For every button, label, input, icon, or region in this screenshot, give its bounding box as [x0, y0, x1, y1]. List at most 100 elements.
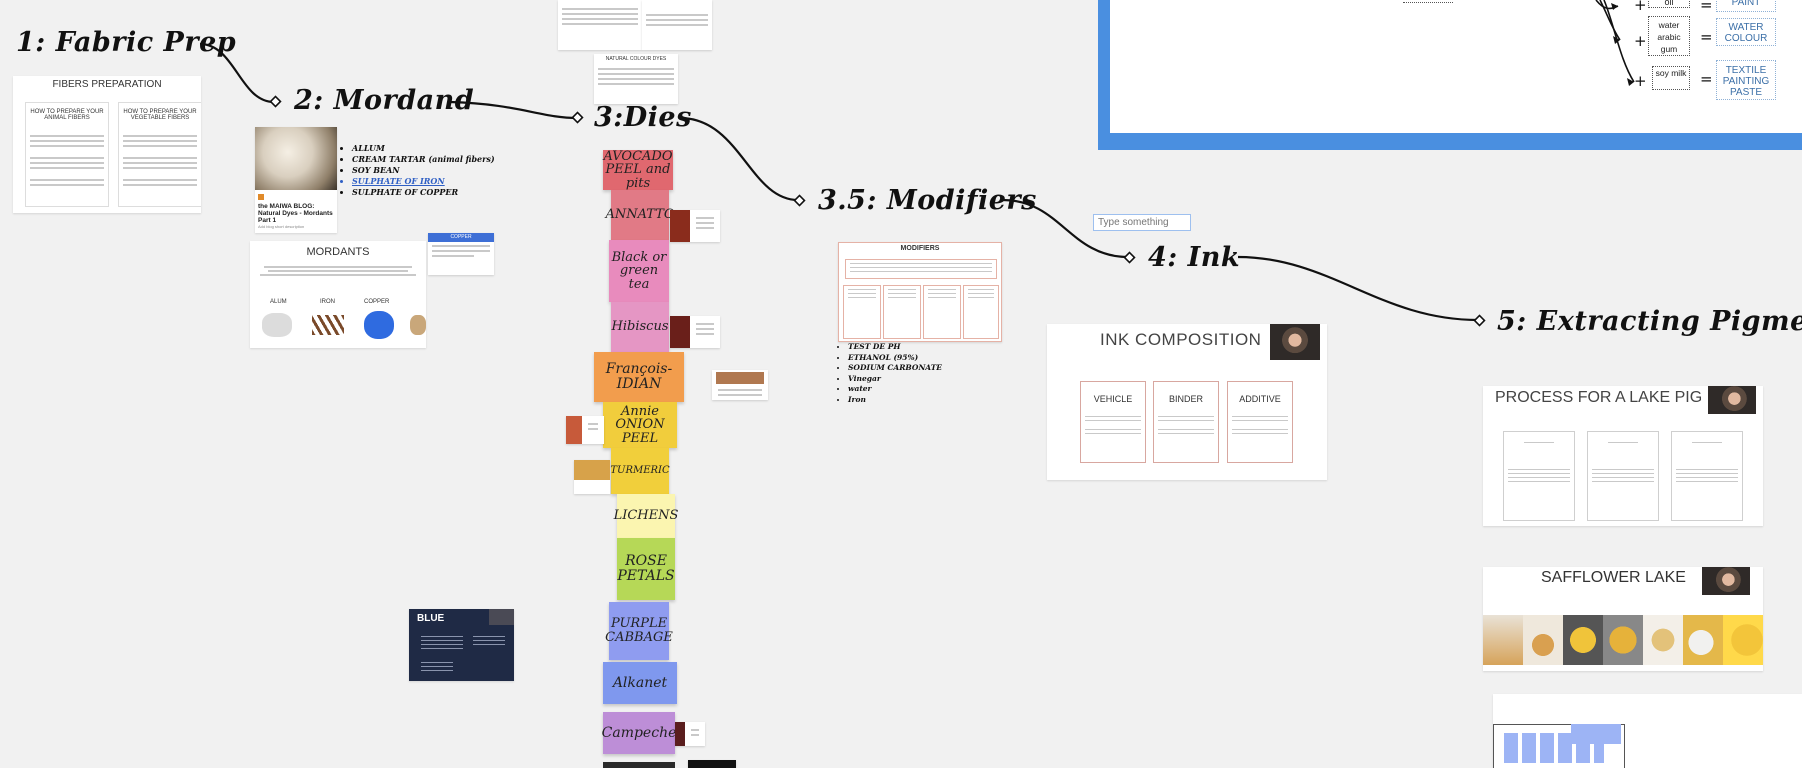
- sticky-francois-idian[interactable]: François-IDIAN: [594, 352, 684, 402]
- onion-reference-thumb[interactable]: [566, 416, 604, 444]
- idian-reference-thumb[interactable]: [712, 370, 768, 400]
- sticky-label: Black or green tea: [611, 249, 667, 292]
- result-label: WATER COLOUR: [1724, 22, 1768, 44]
- ink-box-title: VEHICLE: [1093, 394, 1133, 404]
- sticky-label: Annie ONION PEEL: [615, 403, 665, 446]
- ink-box-binder: BINDER: [1153, 381, 1219, 463]
- animal-fibers-title: HOW TO PREPARE YOUR ANIMAL FIBERS: [30, 109, 104, 121]
- modifier-list-item: SODIUM CARBONATE: [848, 363, 942, 374]
- heading-dies[interactable]: 3:Dies: [594, 102, 692, 133]
- vegetable-fibers-title: HOW TO PREPARE YOUR VEGETABLE FIBERS: [123, 109, 197, 121]
- campeche-reference-thumb[interactable]: [675, 722, 705, 746]
- blue-dye-card[interactable]: BLUE: [409, 609, 514, 681]
- mordant-list-item: SOY BEAN: [352, 165, 495, 176]
- dies-reference-thumb-2[interactable]: [642, 0, 712, 50]
- mordant-copper-label: COPPER: [364, 299, 390, 305]
- result-label: TEXTILE PAINTING PASTE: [1722, 65, 1770, 98]
- sticky-hibiscus[interactable]: Hibiscus: [611, 302, 669, 352]
- equals-sign: =: [1700, 70, 1713, 88]
- ink-box-title: ADDITIVE: [1239, 394, 1281, 404]
- mordant-list-item-link[interactable]: SULPHATE OF IRON: [352, 176, 495, 187]
- annatto-reference-thumb[interactable]: [670, 210, 720, 242]
- sticky-turmeric[interactable]: TURMERIC: [610, 448, 670, 494]
- sticky-purple-cabbage[interactable]: PURPLE CABBAGE: [605, 602, 673, 660]
- fibers-preparation-card[interactable]: FIBERS PREPARATION HOW TO PREPARE YOUR A…: [13, 76, 201, 213]
- mordant-list: ALLUM CREAM TARTAR (animal fibers) SOY B…: [338, 143, 495, 198]
- blue-frame-arrows: [1595, 0, 1635, 86]
- fibers-col-vegetable: HOW TO PREPARE YOUR VEGETABLE FIBERS: [118, 102, 201, 207]
- maiwa-blog-card[interactable]: the MAIWA BLOG: Natural Dyes - Mordants …: [255, 127, 337, 233]
- mordant-iron-label: IRON: [320, 299, 335, 305]
- fibers-col-animal: HOW TO PREPARE YOUR ANIMAL FIBERS: [25, 102, 109, 207]
- safflower-presenter-video: [1702, 567, 1750, 595]
- turmeric-reference-thumb[interactable]: [574, 460, 610, 494]
- op-plus-water: +: [1634, 32, 1647, 50]
- sticky-label: François-IDIAN: [605, 361, 673, 392]
- ink-box-title: BINDER: [1168, 394, 1203, 404]
- copper-thumb-title: COPPER: [428, 233, 494, 242]
- modifier-list-item: water: [848, 384, 942, 395]
- blog-description: Add blog short description: [258, 224, 305, 229]
- ingredient-label: soy milk: [1655, 68, 1687, 78]
- lake-pigment-title: PROCESS FOR A LAKE PIG: [1495, 389, 1703, 406]
- mordants-card[interactable]: MORDANTS ALUM IRON COPPER: [250, 241, 426, 348]
- sticky-alkanet[interactable]: Alkanet: [603, 662, 677, 704]
- heading-mordand[interactable]: 2: Mordand: [294, 85, 475, 116]
- blue-frame[interactable]: [1098, 0, 1802, 150]
- blue-card-video-icon: [489, 609, 514, 625]
- dies-reference-thumb-1[interactable]: [558, 0, 642, 50]
- ink-composition-title: INK COMPOSITION: [1100, 330, 1262, 349]
- ingredient-soy-milk[interactable]: soy milk: [1652, 66, 1690, 90]
- heading-fabric-prep[interactable]: 1: Fabric Prep: [16, 27, 237, 58]
- blog-title: the MAIWA BLOG: Natural Dyes - Mordants …: [258, 203, 333, 224]
- modifiers-card[interactable]: MODIFIERS: [838, 242, 1002, 342]
- sticky-label: LICHENS: [613, 508, 679, 524]
- ingredient-oil[interactable]: oil: [1648, 0, 1690, 8]
- modifiers-card-title: MODIFIERS: [900, 245, 940, 252]
- modifier-list-item: TEST DE PH: [848, 342, 942, 353]
- ingredient-label: oil: [1664, 0, 1674, 7]
- sticky-lichens[interactable]: LICHENS: [614, 494, 678, 538]
- copper-thumbnail[interactable]: COPPER: [428, 233, 494, 275]
- sticky-rose-petals[interactable]: ROSE PETALS: [617, 538, 675, 600]
- ingredient-water-arabic-gum[interactable]: water arabic gum: [1648, 16, 1690, 56]
- sticky-partial-bottom[interactable]: [603, 762, 675, 768]
- bottom-partial-card[interactable]: [1493, 694, 1802, 768]
- natural-colour-dyes-table[interactable]: NATURAL COLOUR DYES: [594, 54, 678, 104]
- heading-ink[interactable]: 4: Ink: [1148, 242, 1241, 273]
- bottom-reference-thumb[interactable]: [688, 760, 736, 768]
- iron-bark-image: [312, 315, 344, 335]
- lake-pigment-process-card[interactable]: PROCESS FOR A LAKE PIG: [1483, 386, 1763, 526]
- text-input-type-something[interactable]: [1093, 214, 1191, 231]
- mordant-list-item: SULPHATE OF COPPER: [352, 187, 495, 198]
- ink-composition-card[interactable]: INK COMPOSITION VEHICLE BINDER ADDITIVE: [1047, 324, 1327, 480]
- sticky-tea[interactable]: Black or green tea: [609, 240, 669, 302]
- sticky-avocado[interactable]: AVOCADO PEEL and pits: [603, 148, 673, 191]
- sticky-campeche[interactable]: Campeche: [602, 712, 676, 754]
- safflower-lake-card[interactable]: SAFFLOWER LAKE: [1483, 567, 1763, 671]
- yarn-photo: [255, 127, 337, 190]
- sticky-annatto[interactable]: ANNATTO: [605, 190, 675, 240]
- mordants-card-title: MORDANTS: [306, 246, 370, 258]
- blue-card-title: BLUE: [417, 613, 445, 624]
- ingredient-label: water arabic gum: [1657, 20, 1681, 54]
- heading-extracting-pigment[interactable]: 5: Extracting Pigment: [1497, 306, 1802, 337]
- lake-presenter-video: [1708, 386, 1756, 414]
- safflower-photo-3: [1563, 615, 1603, 665]
- result-textile-painting-paste[interactable]: TEXTILE PAINTING PASTE: [1716, 60, 1776, 100]
- modifier-list-item: ETHANOL (95%): [848, 353, 942, 364]
- result-water-colour[interactable]: WATER COLOUR: [1716, 18, 1776, 46]
- op-plus-soy: +: [1634, 72, 1647, 90]
- sticky-label: AVOCADO PEEL and pits: [603, 148, 673, 191]
- safflower-photo-4: [1603, 615, 1643, 665]
- safflower-photo-2: [1523, 615, 1563, 665]
- blog-favicon-icon: [258, 194, 264, 200]
- hibiscus-reference-thumb[interactable]: [670, 316, 720, 348]
- sticky-onion-peel[interactable]: Annie ONION PEEL: [603, 402, 677, 448]
- sticky-label: Hibiscus: [611, 319, 669, 335]
- heading-modifiers[interactable]: 3.5: Modifiers: [818, 185, 1037, 216]
- blue-frame-inner: [1110, 0, 1802, 133]
- result-label: PAINT: [1731, 0, 1761, 8]
- result-paint[interactable]: PAINT: [1716, 0, 1776, 12]
